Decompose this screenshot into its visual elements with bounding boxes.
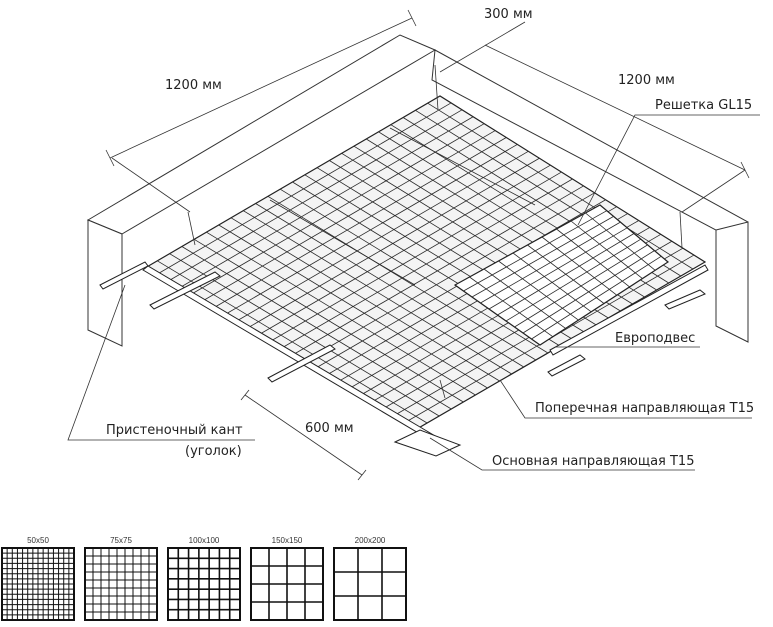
dim-label-1200-left: 1200 мм bbox=[165, 78, 222, 93]
swatch-frame bbox=[333, 547, 407, 621]
label-main-rail: Основная направляющая T15 bbox=[492, 454, 694, 469]
cell-size-swatches: 50x50 75x75 100x100 150x150 200x200 bbox=[1, 536, 407, 621]
dim-ext-left bbox=[111, 157, 191, 213]
dim-line-1200-left bbox=[109, 17, 413, 159]
main-rail-dark-left bbox=[269, 199, 416, 286]
leader-lines bbox=[67, 114, 760, 471]
hanger-2 bbox=[434, 64, 439, 111]
label-hanger: Европодвес bbox=[615, 331, 695, 346]
cutout-line-v bbox=[522, 250, 655, 334]
swatch-frame bbox=[167, 547, 241, 621]
dim-tick-left-a bbox=[105, 149, 115, 167]
dim-label-1200-right: 1200 мм bbox=[618, 73, 675, 88]
cutout-line-v bbox=[505, 238, 642, 322]
cross-rail-left bbox=[149, 271, 221, 310]
grid-cutout-panel bbox=[453, 204, 670, 346]
cutout-line-v bbox=[497, 233, 635, 316]
cross-rail-right bbox=[547, 354, 586, 377]
rails bbox=[99, 127, 709, 457]
wall-angle-right bbox=[549, 264, 709, 356]
swatch-label: 75x75 bbox=[110, 536, 132, 545]
hanger-1 bbox=[187, 211, 196, 246]
label-wall-trim-1: Пристеночный кант bbox=[106, 423, 243, 438]
dimension-lines bbox=[105, 9, 750, 481]
dim-ext-right bbox=[681, 169, 746, 213]
cutout-line-u bbox=[570, 220, 643, 279]
leader-wall-trim bbox=[67, 284, 255, 441]
grid-line-u bbox=[427, 102, 694, 270]
hanger-4 bbox=[439, 379, 446, 399]
dim-line-600 bbox=[244, 394, 363, 476]
cutout-line-u bbox=[541, 236, 618, 296]
swatch-frame bbox=[84, 547, 158, 621]
label-cross-rail: Поперечная направляющая T15 bbox=[535, 401, 754, 416]
wall-angle-left bbox=[99, 261, 149, 290]
cross-rail-far-right bbox=[664, 289, 706, 310]
main-rail-dark-top bbox=[389, 127, 536, 206]
right-wall-front bbox=[715, 221, 749, 343]
cutout-line-u bbox=[556, 228, 630, 288]
label-grid: Решетка GL15 bbox=[655, 98, 752, 113]
dim-tick-600-b bbox=[357, 469, 367, 481]
cutout-cells bbox=[463, 210, 662, 340]
cutout-line-v bbox=[531, 255, 662, 340]
main-rail-end bbox=[393, 429, 462, 457]
cutout-line-v bbox=[514, 244, 648, 328]
dim-line-1200-right bbox=[484, 44, 746, 171]
dim-tick-left-b bbox=[407, 9, 417, 27]
leader-cross-rail bbox=[499, 379, 752, 419]
hangers bbox=[187, 64, 683, 399]
label-wall-trim-2: (уголок) bbox=[185, 444, 242, 459]
cross-rail-middle bbox=[267, 344, 336, 383]
dim-line-300 bbox=[439, 21, 526, 73]
swatch-label: 100x100 bbox=[189, 536, 220, 545]
swatch-label: 150x150 bbox=[272, 536, 303, 545]
dim-label-600: 600 мм bbox=[305, 421, 354, 436]
hanger-3 bbox=[679, 211, 683, 249]
cutout-line-u bbox=[585, 212, 656, 271]
dim-label-300: 300 мм bbox=[484, 7, 533, 22]
dim-tick-600-a bbox=[240, 389, 250, 401]
swatch-label: 200x200 bbox=[355, 536, 386, 545]
leader-main-rail bbox=[429, 437, 695, 471]
leader-grid bbox=[577, 114, 760, 226]
swatch-label: 50x50 bbox=[27, 536, 49, 545]
